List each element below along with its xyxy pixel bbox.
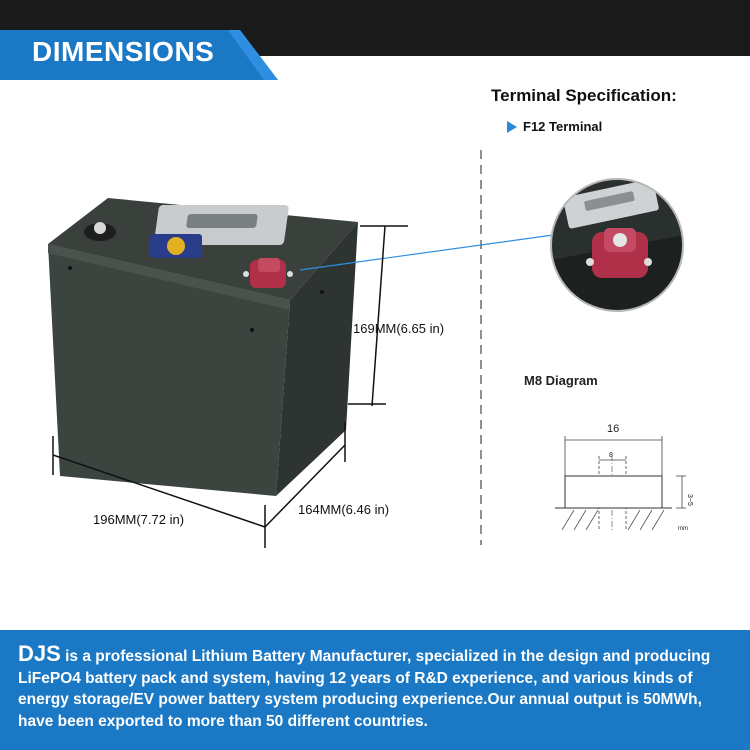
battery-front-face [48, 244, 290, 496]
positive-terminal-bolt [243, 271, 249, 277]
company-description: is a professional Lithium Battery Manufa… [18, 648, 711, 730]
width-line [52, 454, 266, 528]
battery-image [48, 198, 358, 496]
positive-terminal-post [258, 258, 280, 272]
m8-block [564, 475, 663, 509]
depth-line [264, 444, 346, 528]
callout-line [299, 234, 554, 271]
m8-inner-label: 8 [609, 452, 613, 459]
footer-text: DJS is a professional Lithium Battery Ma… [18, 643, 738, 732]
m8-height-label: 3~5 [686, 494, 693, 506]
logo-mark [167, 237, 185, 255]
terminal-item-label: F12 Terminal [523, 119, 603, 134]
m8-unit-label: mm [678, 526, 688, 532]
footer-banner: DJS is a professional Lithium Battery Ma… [0, 630, 750, 750]
brand-name: DJS [18, 641, 61, 666]
m8-diagram: 16 8 3~5 mm [555, 423, 693, 532]
height-dimension: 169MM(6.65 in) [353, 321, 445, 336]
m8-diagram-title: M8 Diagram [524, 373, 598, 388]
terminal-item: F12 Terminal [507, 119, 602, 134]
height-line [371, 225, 386, 407]
triangle-bullet-icon [507, 120, 517, 133]
battery-lid-edge [48, 244, 290, 310]
negative-terminal-bolt [94, 222, 106, 234]
battery-side-face [276, 222, 358, 496]
positive-terminal-bolt-2 [287, 271, 293, 277]
depth-dimension: 164MM(6.46 in) [298, 502, 390, 517]
terminal-spec-title: Terminal Specification: [491, 86, 677, 105]
width-dimension: 196MM(7.72 in) [93, 512, 185, 527]
banner-shape [0, 30, 278, 80]
banner-accent [228, 30, 278, 80]
m8-width-label: 16 [607, 423, 619, 435]
zoom-ring [550, 178, 684, 312]
handle-recess [186, 214, 258, 228]
terminal-zoom [551, 179, 683, 311]
page-title: DIMENSIONS [32, 36, 215, 67]
